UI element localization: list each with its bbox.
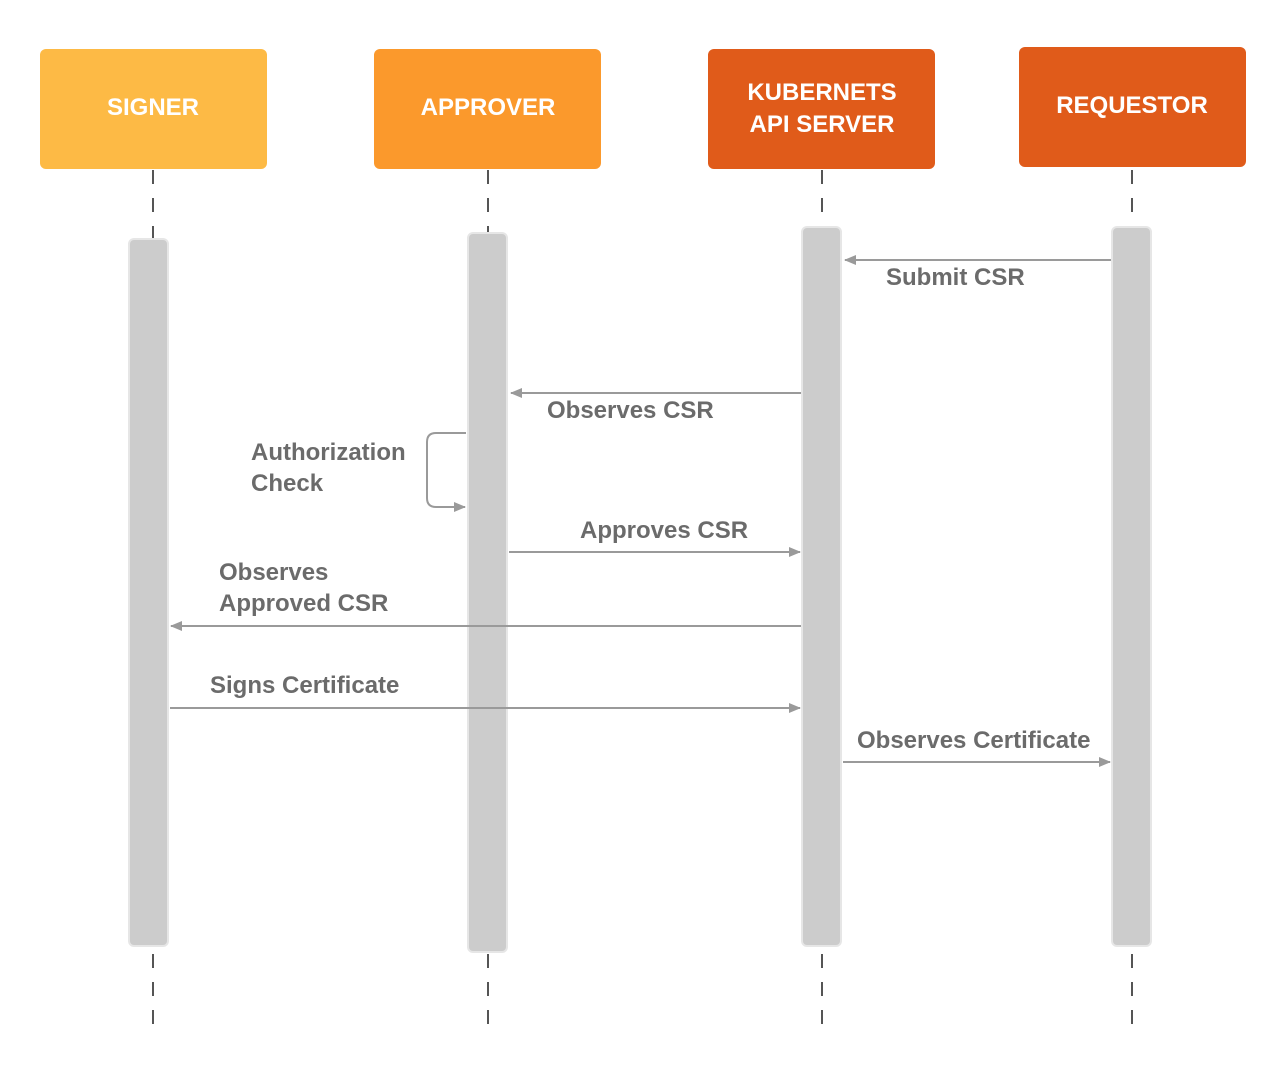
activation-bar-approver — [467, 232, 508, 953]
actor-approver: APPROVER — [374, 49, 601, 169]
actor-label-api-server-line1: KUBERNETS — [747, 79, 896, 106]
actor-label-api-server-line2: API SERVER — [750, 111, 895, 138]
message-approves-csr: Approves CSR — [509, 517, 801, 557]
message-label-observes-approved-csr-line2: Approved CSR — [219, 590, 388, 617]
activation-bar-requestor — [1111, 226, 1152, 947]
actor-box-signer — [40, 49, 267, 169]
actor-api-server: KUBERNETS API SERVER — [708, 49, 935, 169]
message-submit-csr: Submit CSR — [844, 255, 1111, 291]
message-label-signs-certificate: Signs Certificate — [210, 672, 399, 699]
message-label-submit-csr: Submit CSR — [886, 264, 1025, 291]
activation-bar-signer — [128, 238, 169, 947]
activation-bar-api-server — [801, 226, 842, 947]
actor-label-requestor: REQUESTOR — [1056, 92, 1208, 119]
message-observes-certificate: Observes Certificate — [843, 727, 1111, 767]
actor-requestor: REQUESTOR — [1019, 47, 1246, 167]
actor-label-signer: SIGNER — [107, 94, 199, 121]
message-label-authorization-check-line2: Check — [251, 470, 324, 497]
actor-box-approver — [374, 49, 601, 169]
message-label-observes-approved-csr-line1: Observes — [219, 559, 328, 586]
message-label-observes-csr: Observes CSR — [547, 397, 714, 424]
actor-box-api-server — [708, 49, 935, 169]
actor-label-approver: APPROVER — [421, 94, 556, 121]
message-authorization-check: Authorization Check — [251, 432, 466, 512]
message-observes-csr: Observes CSR — [510, 388, 801, 424]
actor-signer: SIGNER — [40, 49, 267, 169]
message-signs-certificate: Signs Certificate — [170, 672, 801, 713]
message-label-approves-csr: Approves CSR — [580, 517, 748, 544]
message-label-observes-certificate: Observes Certificate — [857, 727, 1090, 754]
actor-box-requestor — [1019, 47, 1246, 167]
arrow-authorization-check — [426, 432, 466, 512]
message-label-authorization-check-line1: Authorization — [251, 439, 406, 466]
message-observes-approved-csr: Observes Approved CSR — [170, 559, 801, 631]
